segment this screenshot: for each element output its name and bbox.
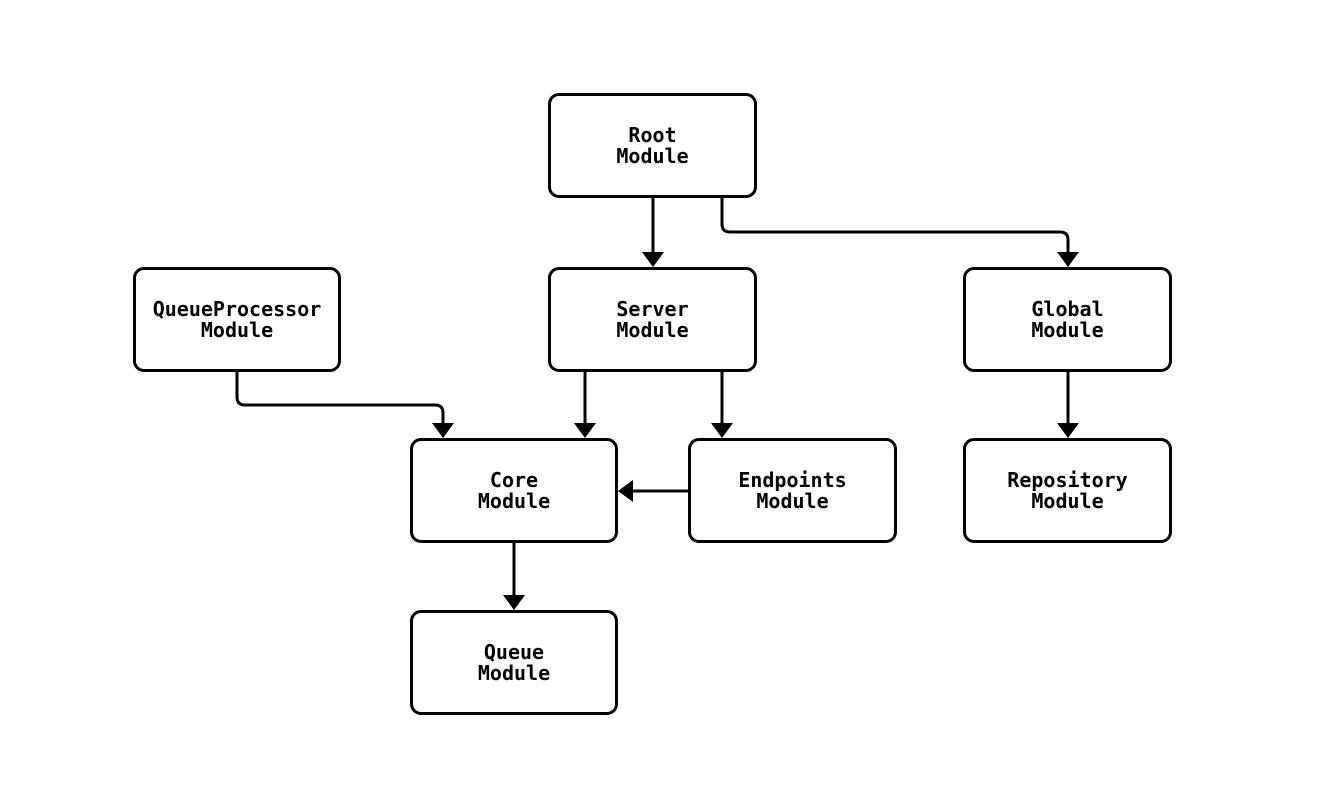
arrowhead-icon [618,480,633,502]
node-global-module: Global Module [963,267,1172,372]
node-server-module: Server Module [548,267,757,372]
node-server-module-label: Server Module [616,296,689,342]
node-root-module-label: Root Module [616,122,689,168]
node-queue-module-label: Queue Module [477,639,551,685]
node-repository-module-label: Repository Module [1007,467,1128,513]
node-queueprocessor-module-label: QueueProcessor Module [152,296,322,342]
arrowhead-icon [711,423,733,438]
node-root-module: Root Module [548,93,757,198]
edge-core-to-queue [503,543,525,610]
node-global-module-label: Global Module [1031,296,1104,342]
arrowhead-icon [1057,252,1079,267]
edge-server-to-endpoints [711,372,733,438]
node-endpoints-module-label: Endpoints Module [738,467,847,513]
arrowhead-icon [1057,423,1079,438]
arrowhead-icon [574,423,596,438]
arrowhead-icon [503,595,525,610]
edge-server-to-core [574,372,596,438]
edge-root-to-server [642,198,664,267]
edge-endpoints-to-core [618,480,688,502]
edge-root-to-global [720,198,1079,267]
node-endpoints-module: Endpoints Module [688,438,897,543]
edge-queueprocessor-to-core [235,372,454,438]
node-core-module: Core Module [410,438,618,543]
node-repository-module: Repository Module [963,438,1172,543]
arrowhead-icon [432,423,454,438]
node-queue-module: Queue Module [410,610,618,715]
node-queueprocessor-module: QueueProcessor Module [133,267,341,372]
arrowhead-icon [642,252,664,267]
edge-global-to-repository [1057,372,1079,438]
node-core-module-label: Core Module [477,467,551,513]
